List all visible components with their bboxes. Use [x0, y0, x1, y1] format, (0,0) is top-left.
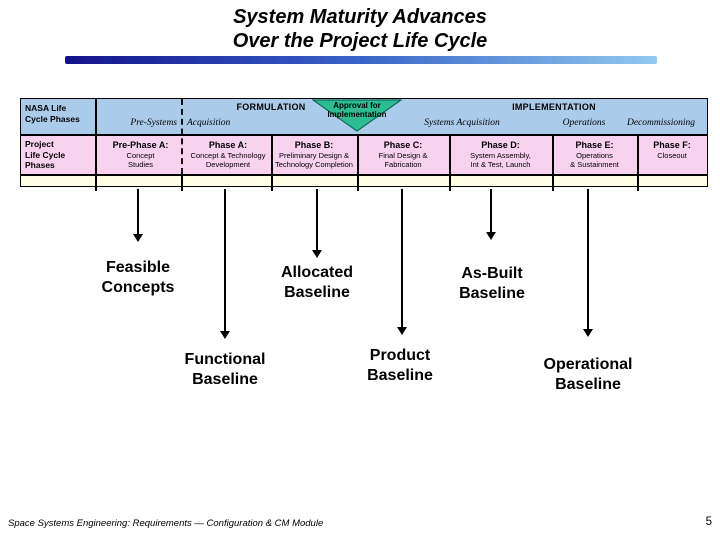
pre-systems-label: Pre-Systems — [130, 118, 177, 128]
phase-title: Phase A: — [208, 140, 248, 150]
baseline-label-operational: Operational Baseline — [543, 356, 633, 393]
phase-title: Phase C: — [383, 140, 423, 150]
column-tick — [552, 176, 554, 191]
project-phases-header: Project Life Cycle Phases — [25, 139, 66, 170]
phase-cell-phase-d: Phase D: System Assembly, Int & Test, La… — [449, 140, 552, 169]
phase-cell-phase-f: Phase F: Closeout — [637, 140, 707, 160]
phase-cell-phase-a: Phase A: Concept & Technology Developmen… — [185, 140, 271, 169]
phase-title: Pre-Phase A: — [112, 140, 169, 150]
operations-label: Operations — [562, 118, 606, 128]
title-underline-bar — [65, 56, 657, 64]
column-tick — [357, 176, 359, 191]
column-divider — [449, 136, 451, 174]
page-title: System Maturity Advances Over the Projec… — [0, 5, 720, 53]
implementation-label: IMPLEMENTATION — [512, 102, 596, 112]
approval-triangle-icon — [312, 99, 402, 132]
page-title-line2: Over the Project Life Cycle — [232, 30, 488, 52]
baseline-label-allocated: Allocated Baseline — [280, 264, 353, 301]
column-tick — [181, 176, 183, 191]
baseline-label-feasible-concepts: Feasible Concepts — [101, 259, 175, 296]
page-title-line1: System Maturity Advances — [233, 6, 487, 28]
phase-cell-phase-b: Phase B: Preliminary Design & Technology… — [271, 140, 357, 169]
systems-acquisition-label: Systems Acquisition — [424, 118, 500, 128]
column-divider — [552, 136, 554, 174]
column-divider — [637, 136, 639, 174]
timeline-strip — [21, 176, 707, 186]
dashed-column-divider — [181, 99, 183, 174]
phase-title: Phase B: — [294, 140, 334, 150]
column-tick — [637, 176, 639, 191]
page-number: 5 — [705, 516, 712, 528]
phase-sub: Concept Studies — [126, 151, 155, 169]
phase-title: Phase E: — [575, 140, 614, 150]
header-column-divider — [94, 99, 97, 186]
phase-cell-pre-phase-a: Pre-Phase A: Concept Studies — [96, 140, 185, 169]
phase-cell-phase-e: Phase E: Operations & Sustainment — [552, 140, 637, 169]
baseline-label-functional: Functional Baseline — [184, 351, 266, 388]
formulation-label: FORMULATION — [236, 102, 306, 112]
baseline-label-as-built: As-Built Baseline — [459, 265, 525, 302]
phase-sub: Concept & Technology Development — [190, 151, 266, 169]
phase-sub: Operations & Sustainment — [570, 151, 619, 169]
baseline-label-product: Product Baseline — [367, 347, 433, 384]
phase-sub: Preliminary Design & Technology Completi… — [275, 151, 353, 169]
phase-title: Phase D: — [481, 140, 520, 150]
column-divider — [357, 136, 359, 174]
phase-cell-phase-c: Phase C: Final Design & Fabrication — [357, 140, 449, 169]
lifecycle-table: NASA Life Cycle Phases Project Life Cycl… — [20, 98, 708, 191]
acquisition-label: Acquisition — [187, 118, 231, 128]
footer-text: Space Systems Engineering: Requirements … — [8, 518, 324, 529]
phase-title: Phase F: — [653, 140, 691, 150]
project-phases-row — [21, 136, 707, 176]
nasa-phases-header: NASA Life Cycle Phases — [25, 103, 80, 124]
column-divider — [271, 136, 273, 174]
decommissioning-label: Decommissioning — [626, 118, 696, 128]
phase-sub: System Assembly, Int & Test, Launch — [470, 151, 531, 169]
column-tick — [94, 176, 97, 191]
column-tick — [271, 176, 273, 191]
phase-sub: Closeout — [657, 151, 687, 160]
column-tick — [449, 176, 451, 191]
approval-label: Approval for Implementation — [327, 101, 387, 119]
phase-sub: Final Design & Fabrication — [378, 151, 428, 169]
